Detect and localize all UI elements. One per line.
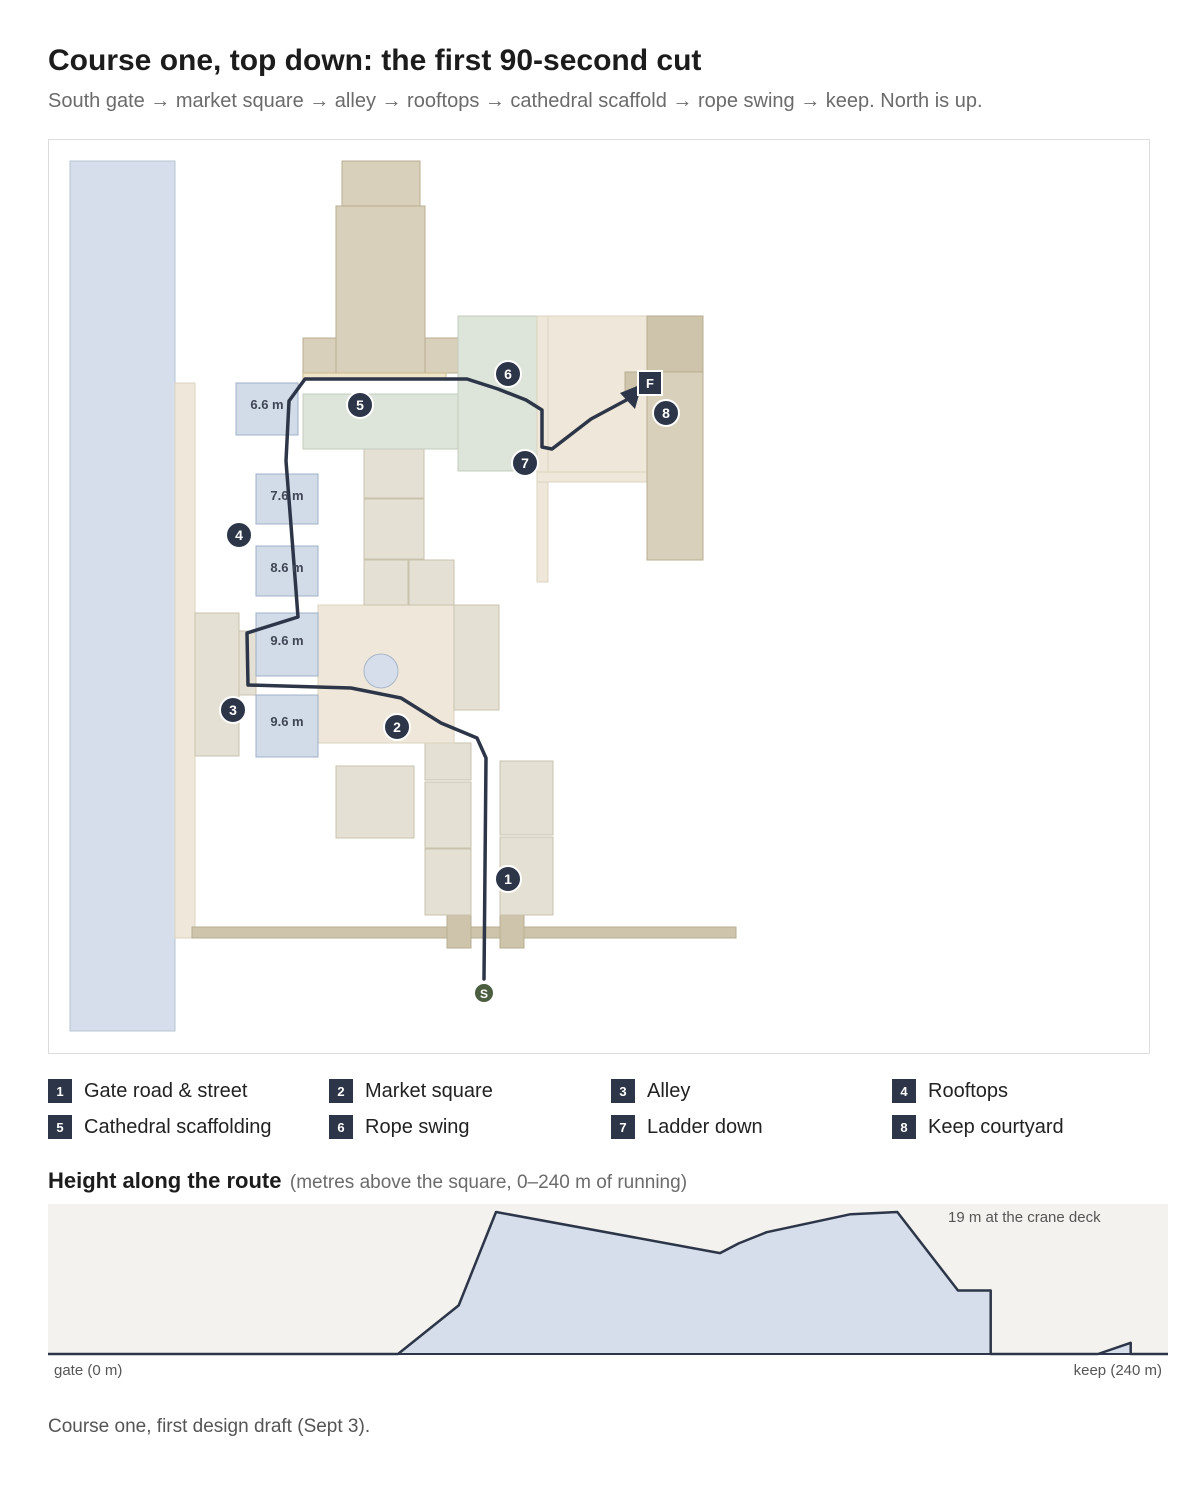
- course-map-canvas: 6.6 m 7.6 m 8.6 m 9.6 m 9.6 m 1 2 3 4: [69, 160, 737, 1032]
- legend-label: Alley: [647, 1079, 691, 1102]
- legend-item: 4 Rooftops: [892, 1078, 1008, 1104]
- legend-number: 1: [48, 1079, 72, 1103]
- legend-label: Market square: [365, 1079, 493, 1102]
- svg-text:S: S: [480, 987, 488, 1001]
- green-court: [457, 315, 539, 472]
- building: [194, 612, 240, 757]
- route-marker-2: 2: [383, 713, 411, 741]
- legend-number: 6: [329, 1115, 353, 1139]
- profile-heading: Height along the route (metres above the…: [48, 1168, 687, 1194]
- building: [453, 604, 500, 711]
- building: [363, 498, 425, 560]
- legend-item: 2 Market square: [329, 1078, 493, 1104]
- rooftop: [255, 612, 319, 677]
- profile-line: [48, 1210, 1168, 1356]
- profile-axis-end: keep (240 m): [1073, 1362, 1162, 1379]
- route-marker-3: 3: [219, 696, 247, 724]
- route-marker-6: 6: [494, 360, 522, 388]
- west-wall: [174, 382, 196, 939]
- building: [424, 781, 472, 849]
- route-marker-4: 4: [225, 521, 253, 549]
- svg-text:5: 5: [356, 397, 364, 413]
- legend-number: 8: [892, 1115, 916, 1139]
- svg-text:3: 3: [229, 702, 237, 718]
- svg-text:2: 2: [393, 719, 401, 735]
- legend-label: Gate road & street: [84, 1079, 248, 1102]
- legend-number: 4: [892, 1079, 916, 1103]
- start-marker: S: [473, 982, 495, 1004]
- route-marker-7: 7: [511, 449, 539, 477]
- height-tag: 8.6 m: [270, 560, 303, 575]
- building: [335, 765, 415, 839]
- legend-item: 6 Rope swing: [329, 1114, 470, 1140]
- route-line: [245, 377, 634, 981]
- svg-text:1: 1: [504, 871, 512, 887]
- height-tag: 9.6 m: [270, 714, 303, 729]
- cathedral-nave: [335, 205, 426, 374]
- keep-tower: [646, 315, 704, 373]
- legend-label: Rope swing: [365, 1115, 470, 1138]
- gate-tower-west: [446, 914, 472, 949]
- profile-title: Height along the route: [48, 1168, 282, 1193]
- cathedral-spire: [341, 160, 421, 207]
- legend-number: 5: [48, 1115, 72, 1139]
- svg-text:8: 8: [662, 405, 670, 421]
- finish-marker: F: [637, 370, 663, 396]
- route-marker-5: 5: [346, 391, 374, 419]
- route-marker-1: 1: [494, 865, 522, 893]
- route-legend: 1 Gate road & street 2 Market square 3 A…: [48, 1076, 1152, 1148]
- building: [499, 760, 554, 836]
- profile-axis-start: gate (0 m): [54, 1362, 123, 1379]
- svg-text:4: 4: [235, 527, 243, 543]
- legend-label: Ladder down: [647, 1115, 763, 1138]
- legend-label: Rooftops: [928, 1079, 1009, 1102]
- height-profile-chart: 19 m at the crane deck: [48, 1204, 1168, 1356]
- green-court: [302, 393, 461, 450]
- svg-text:7: 7: [521, 455, 529, 471]
- footer-note: Course one, first design draft (Sept 3).: [48, 1416, 371, 1437]
- legend-item: 8 Keep courtyard: [892, 1114, 1064, 1140]
- legend-number: 3: [611, 1079, 635, 1103]
- river: [69, 160, 176, 1032]
- route-arrowhead: [620, 384, 642, 409]
- profile-annotation: 19 m at the crane deck: [948, 1209, 1101, 1226]
- course-map: 6.6 m 7.6 m 8.6 m 9.6 m 9.6 m 1 2 3 4: [48, 139, 1150, 1054]
- legend-item: 3 Alley: [611, 1078, 690, 1104]
- keep-building: [646, 371, 704, 561]
- building: [424, 848, 472, 916]
- svg-text:6: 6: [504, 366, 512, 382]
- building: [408, 559, 455, 606]
- legend-label: Keep courtyard: [928, 1115, 1064, 1138]
- rooftop: [255, 545, 319, 597]
- height-tag: 9.6 m: [270, 633, 303, 648]
- legend-item: 5 Cathedral scaffolding: [48, 1114, 272, 1140]
- page-title: Course one, top down: the first 90-secon…: [48, 44, 702, 77]
- building: [363, 448, 425, 499]
- profile-note: (metres above the square, 0–240 m of run…: [289, 1172, 688, 1193]
- legend-number: 7: [611, 1115, 635, 1139]
- height-tag: 6.6 m: [250, 397, 283, 412]
- keep-wall: [536, 471, 648, 483]
- gate-tower-east: [499, 914, 525, 949]
- legend-number: 2: [329, 1079, 353, 1103]
- building: [424, 742, 472, 781]
- page-subtitle: South gate → market square → alley → roo…: [48, 90, 983, 112]
- legend-item: 1 Gate road & street: [48, 1078, 247, 1104]
- profile-area: [48, 1212, 1168, 1354]
- fountain: [363, 653, 399, 689]
- building: [363, 559, 409, 606]
- rooftop: [255, 694, 319, 758]
- legend-label: Cathedral scaffolding: [84, 1115, 272, 1138]
- height-tag: 7.6 m: [270, 488, 303, 503]
- legend-item: 7 Ladder down: [611, 1114, 763, 1140]
- svg-text:F: F: [646, 376, 654, 391]
- route-marker-8: 8: [652, 399, 680, 427]
